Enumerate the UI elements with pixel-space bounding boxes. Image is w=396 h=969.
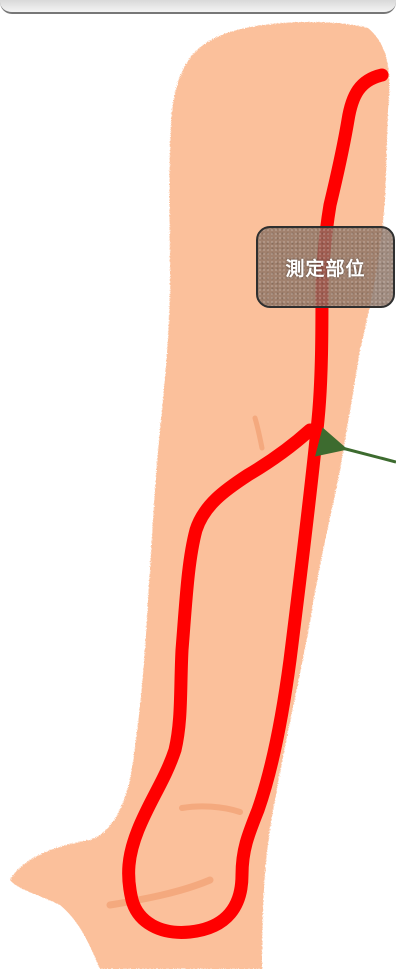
arm-shape (10, 22, 389, 969)
arrow-left-icon (342, 448, 396, 462)
measurement-site-label: 測定部位 (256, 226, 395, 308)
measurement-site-text: 測定部位 (285, 254, 365, 281)
